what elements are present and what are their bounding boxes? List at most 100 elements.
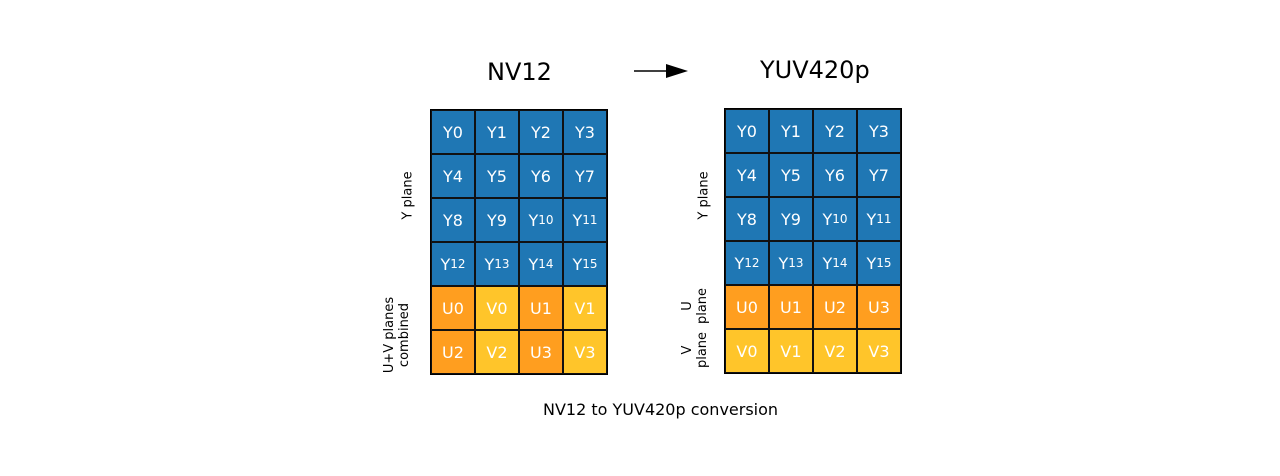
cell-index: 3 xyxy=(878,121,889,141)
cell-letter: Y xyxy=(869,121,879,141)
cell-index: 5 xyxy=(496,166,507,186)
v-label-line1: V xyxy=(680,345,695,355)
cell-letter: U xyxy=(442,298,454,318)
cell-index: 0 xyxy=(453,298,464,318)
cell-letter: Y xyxy=(443,166,453,186)
cell-letter: V xyxy=(868,341,880,361)
cell-index: 1 xyxy=(791,341,802,361)
cell-letter: Y xyxy=(781,121,791,141)
cell-index: 2 xyxy=(497,342,508,362)
cell-letter: Y xyxy=(528,254,539,274)
cell-index: 11 xyxy=(582,213,598,227)
cell-letter: U xyxy=(530,342,542,362)
yuv-y-plane-label: Y plane xyxy=(696,171,712,220)
cell-index: 9 xyxy=(496,210,507,230)
cell-index: 1 xyxy=(790,121,801,141)
cell-letter: Y xyxy=(484,254,495,274)
cell-letter: U xyxy=(530,298,542,318)
cell-letter: Y xyxy=(531,122,541,142)
cell-letter: V xyxy=(486,342,498,362)
cell-letter: U xyxy=(442,342,454,362)
figure-caption: NV12 to YUV420p conversion xyxy=(543,400,779,419)
cell-index: 0 xyxy=(497,298,508,318)
cell-index: 8 xyxy=(746,209,757,229)
cell-index: 0 xyxy=(746,121,757,141)
cell-letter: Y xyxy=(487,122,497,142)
yuv420p-title: YUV420p xyxy=(760,56,870,84)
cell-letter: U xyxy=(736,297,748,317)
cell-letter: U xyxy=(780,297,792,317)
cell-index: 7 xyxy=(878,165,889,185)
cell-letter: Y xyxy=(781,209,791,229)
cell-index: 3 xyxy=(541,342,552,362)
uv-label-line1: U+V planes xyxy=(382,296,397,374)
cell-index: 10 xyxy=(832,212,848,226)
cell-index: 8 xyxy=(452,210,463,230)
cell-letter: Y xyxy=(528,210,539,230)
cell-letter: Y xyxy=(443,210,453,230)
cell-letter: U xyxy=(868,297,880,317)
cell-letter: Y xyxy=(778,253,789,273)
cell-index: 14 xyxy=(832,256,848,270)
cell-index: 15 xyxy=(582,257,598,271)
cell-letter: V xyxy=(736,341,748,361)
cell-index: 12 xyxy=(450,257,466,271)
cell-letter: Y xyxy=(572,210,583,230)
cell-index: 1 xyxy=(791,297,802,317)
cell-index: 0 xyxy=(452,122,463,142)
cell-letter: Y xyxy=(822,209,833,229)
cell-letter: Y xyxy=(440,254,451,274)
cell-index: 2 xyxy=(835,341,846,361)
cell-index: 10 xyxy=(538,213,554,227)
cell-letter: Y xyxy=(487,166,497,186)
cell-index: 6 xyxy=(540,166,551,186)
cell-letter: Y xyxy=(737,121,747,141)
cell-index: 11 xyxy=(876,212,892,226)
cell-letter: Y xyxy=(866,209,877,229)
cell-letter: V xyxy=(574,342,586,362)
cell-index: 13 xyxy=(788,256,804,270)
cell-letter: Y xyxy=(737,165,747,185)
cell-letter: V xyxy=(780,341,792,361)
yuv-u-plane-label: U plane xyxy=(680,286,714,326)
cell-index: 2 xyxy=(835,297,846,317)
cell-index: 2 xyxy=(453,342,464,362)
cell-letter: Y xyxy=(781,165,791,185)
cell-index: 4 xyxy=(452,166,463,186)
cell-letter: Y xyxy=(575,166,585,186)
nv12-y-plane-label: Y plane xyxy=(400,171,416,220)
uv-label-line2: combined xyxy=(397,302,412,368)
cell-index: 5 xyxy=(790,165,801,185)
yuv-v-plane-label: V plane xyxy=(680,330,714,370)
cell-index: 3 xyxy=(585,342,596,362)
